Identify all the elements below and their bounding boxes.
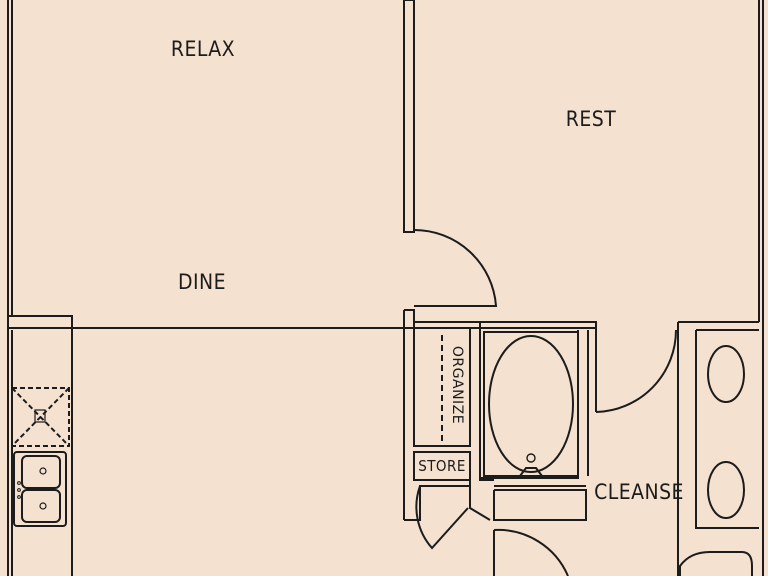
room-label-organize: ORGANIZE	[449, 345, 465, 425]
tub-basin	[488, 335, 574, 473]
room-label-rest: REST	[565, 107, 617, 131]
wall-kitchen-top	[8, 315, 73, 330]
toilet	[679, 551, 753, 576]
door-lower	[493, 528, 569, 576]
vanity	[677, 329, 759, 576]
bathtub	[483, 331, 579, 477]
room-label-cleanse: CLEANSE	[594, 480, 684, 504]
wall-right-top	[677, 321, 759, 330]
range	[11, 387, 70, 447]
closet-store	[413, 451, 471, 481]
wall-relax-rest	[403, 0, 415, 233]
wall-mid-top	[403, 309, 415, 328]
vanity-sink-bottom	[707, 461, 745, 519]
room-label-relax: RELAX	[170, 37, 236, 61]
room-label-dine: DINE	[177, 270, 227, 294]
vanity-sink-top	[707, 345, 745, 403]
door-store	[415, 485, 469, 550]
door-rest	[413, 228, 498, 307]
bath-counter	[493, 489, 587, 521]
sink	[13, 451, 67, 527]
closet-organize	[413, 328, 471, 447]
door-bath	[595, 329, 677, 413]
wall-bath-top	[480, 321, 597, 330]
room-label-store: STORE	[418, 457, 466, 475]
